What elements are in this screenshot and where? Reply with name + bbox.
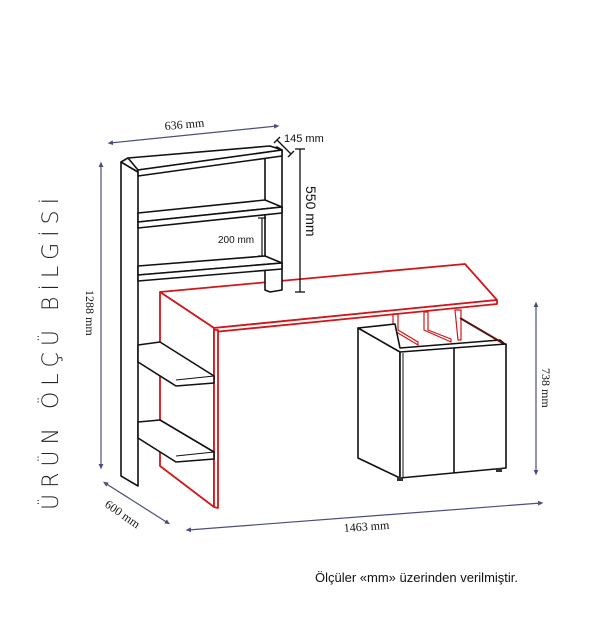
dimension-738: 738 mm [533,301,553,476]
cabinet-foot [397,477,403,481]
dimension-200: 200 mm [218,217,266,257]
side-shelf-1 [137,341,215,387]
desk-left-leg [159,291,219,509]
dimension-600: 600 mm [102,481,171,532]
bookshelf-unit [120,145,283,487]
upper-right-post [264,146,283,293]
dimension-1463: 1463 mm [185,500,544,535]
desk-leg-edge [213,329,219,509]
dimension-636: 636 mm [107,116,280,146]
upper-middle-shelf-edge [137,206,283,229]
vertical-title: ÜRÜN ÖLÇÜ BİLGİSİ [37,192,64,510]
footnote: Ölçüler «mm» üzerinden verilmiştir. [315,570,518,585]
support-post-2 [423,311,452,343]
cabinet-front [399,343,507,479]
dim-total-width: 1463 mm [343,518,390,535]
dimension-550: 550 mm [295,148,319,293]
dim-total-height: 1288 mm [83,290,97,336]
dim-shelf-spacing: 200 mm [218,235,254,246]
dim-top-width: 636 mm [164,116,205,133]
dim-depth: 600 mm [102,497,143,532]
tall-side-post [120,161,139,487]
dim-desk-height: 738 mm [539,368,553,408]
dimension-1288: 1288 mm [83,161,104,470]
cabinet-side [357,327,401,479]
cabinet-foot [496,468,502,472]
title-text: ÜRÜN ÖLÇÜ BİLGİSİ [37,192,64,510]
side-shelf-2 [137,419,215,463]
support-post-3 [454,309,462,341]
cabinet [357,309,507,481]
dimension-145: 145 mm [273,133,324,158]
dim-upper-height: 550 mm [303,186,319,237]
desk-leg-side [159,291,215,508]
upper-top-board-edge [137,149,283,177]
dim-shelf-depth: 145 mm [284,133,324,145]
upper-lower-shelf-edge [137,262,283,282]
